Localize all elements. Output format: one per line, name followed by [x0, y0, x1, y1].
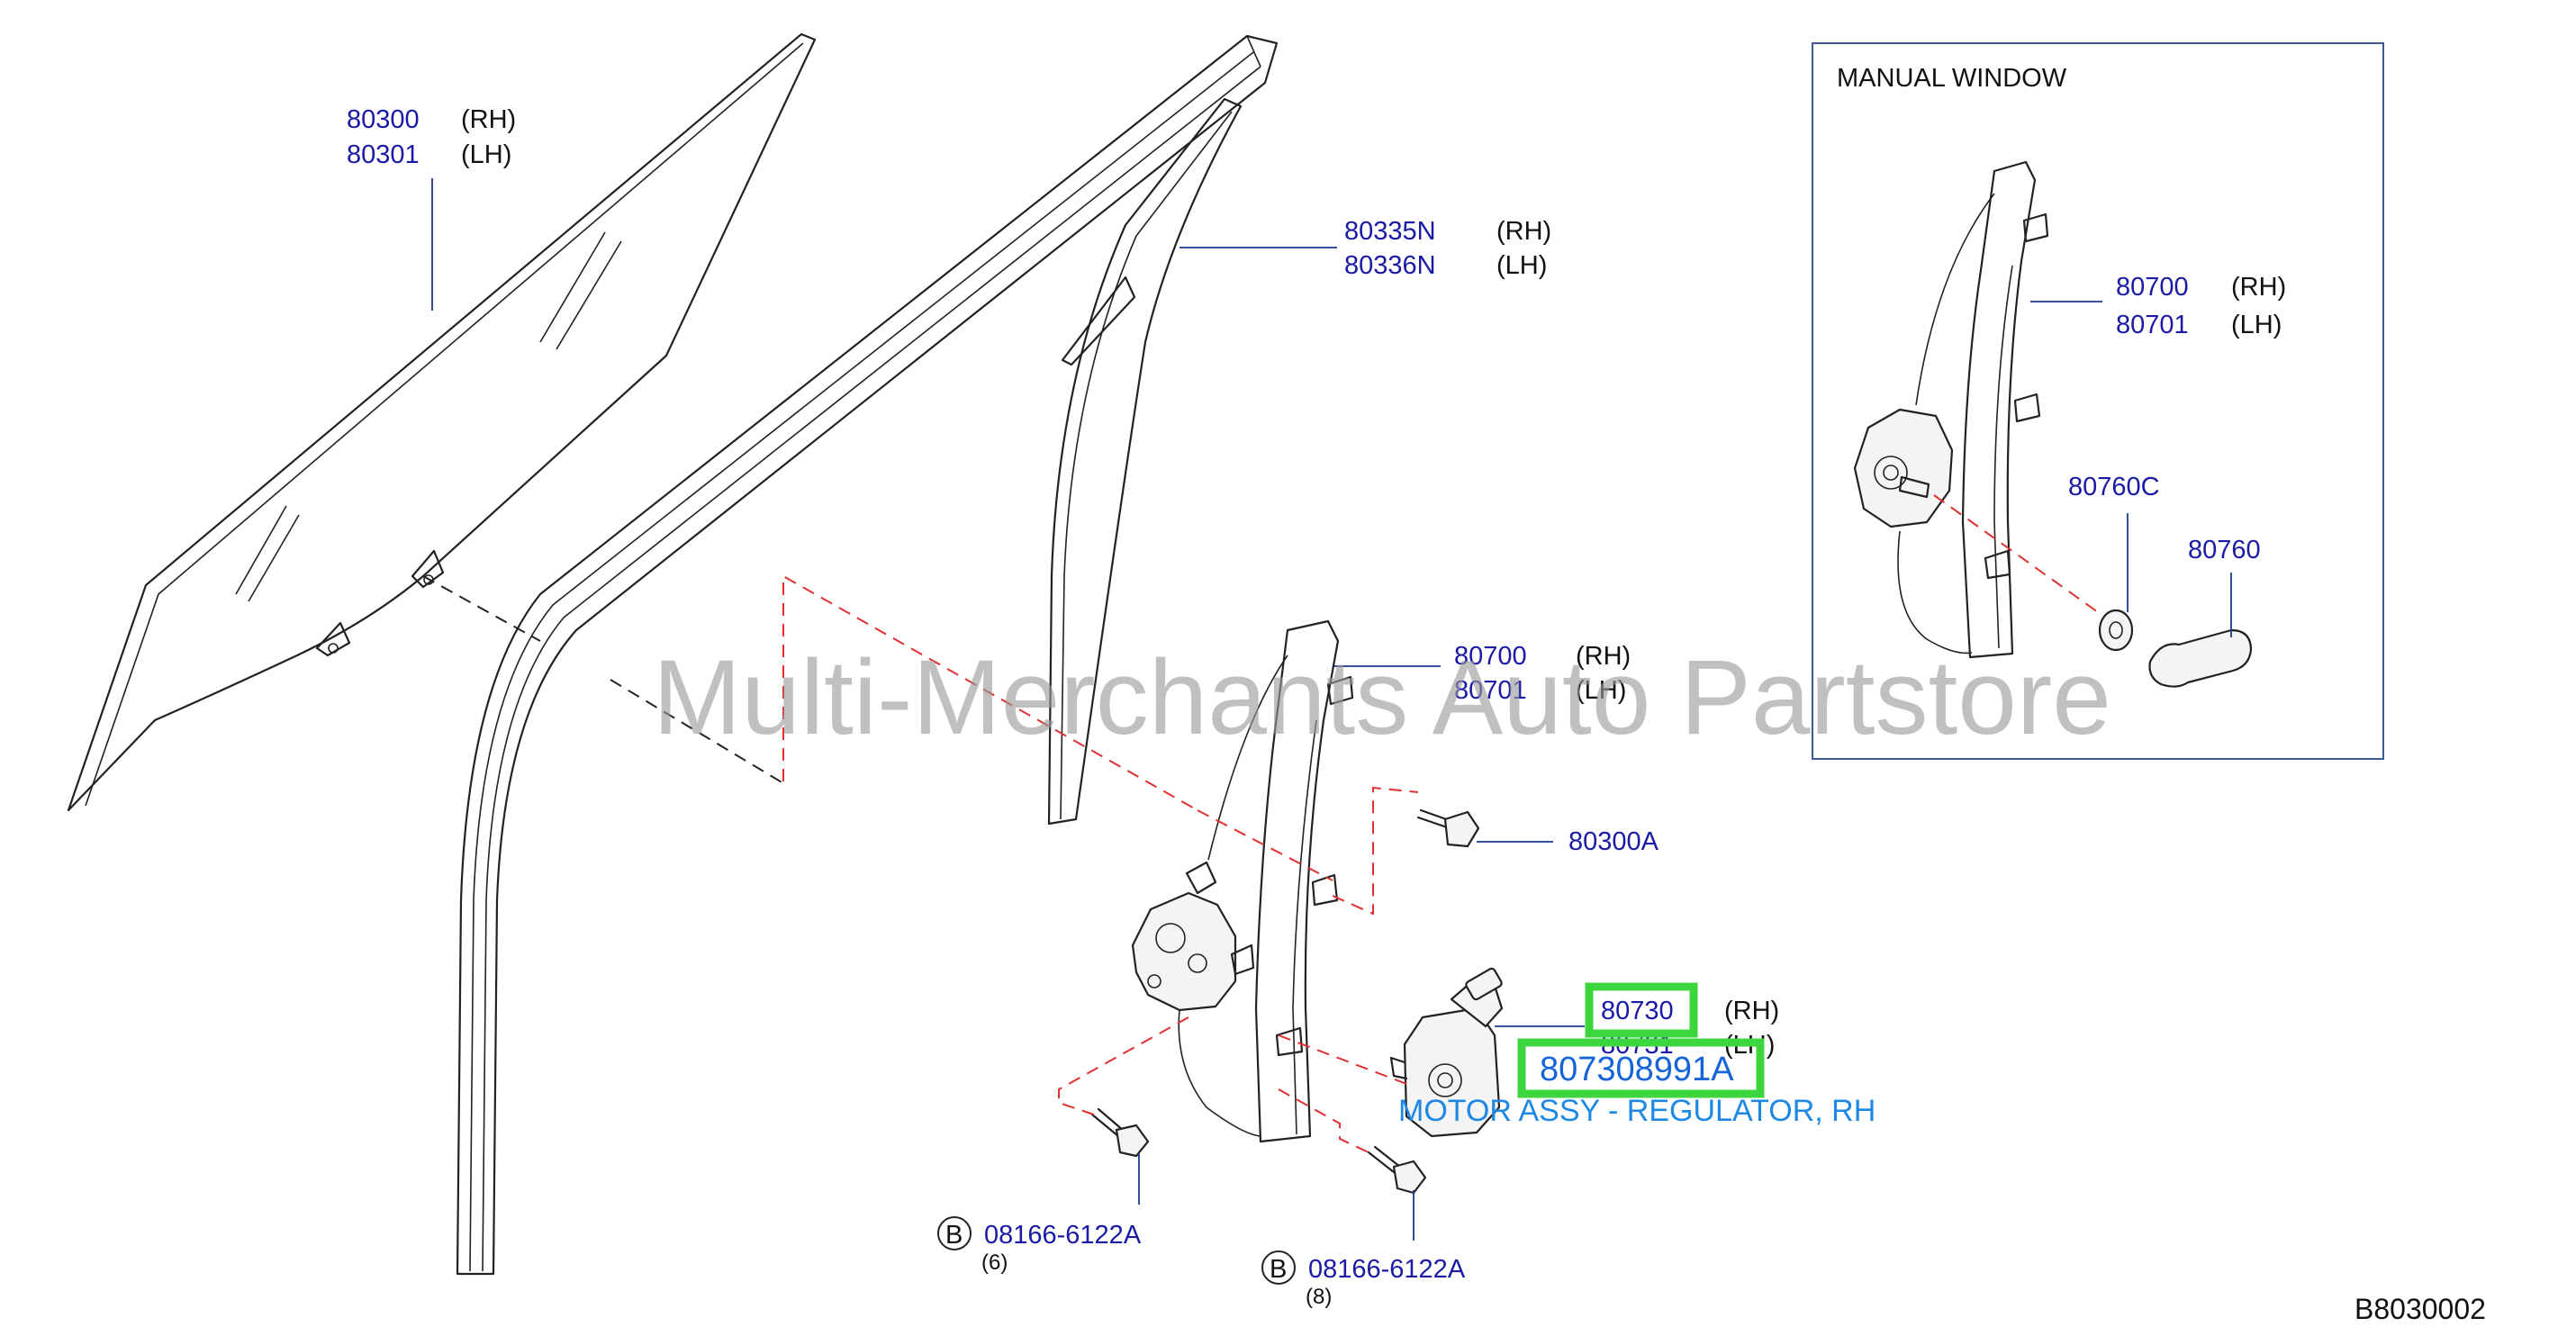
- bolt-left: [1090, 1107, 1150, 1158]
- door-glass: [67, 32, 817, 812]
- bolt-right-ref: B: [1270, 1255, 1287, 1284]
- diagram-code: B8030002: [2355, 1293, 2486, 1325]
- door-sash: [456, 34, 1279, 1276]
- sash-lh-number: 80336N: [1344, 251, 1436, 280]
- inset-labels: MANUAL WINDOW 80700 (RH) 80701 (LH) 8076…: [1837, 64, 2286, 564]
- ref-circle: [1261, 1250, 1296, 1285]
- glass-lh-number: 80301: [347, 140, 420, 169]
- motor-rh-side: (RH): [1724, 997, 1779, 1025]
- regulator-rh-side: (RH): [1576, 642, 1631, 671]
- callout-bolt-left: B 08166-6122A (6): [937, 1216, 1142, 1275]
- inset-frame: [1812, 42, 2384, 760]
- bolt-left-ref: B: [945, 1221, 963, 1250]
- regulator-lh-side: (LH): [1576, 676, 1626, 705]
- ref-circle: [937, 1216, 972, 1250]
- sash-rh-side: (RH): [1496, 217, 1551, 246]
- bolt-right: [1367, 1145, 1427, 1195]
- motor-rh-number: 80730: [1601, 997, 1674, 1025]
- manual-regulator-rh-number: 80700: [2116, 273, 2189, 302]
- callout-bolt-glass: 80300A: [1568, 827, 1659, 856]
- regulator-power-assembly: [1131, 619, 1354, 1143]
- manual-regulator-lh-number: 80701: [2116, 311, 2189, 339]
- handle-washer-number: 80760C: [2068, 473, 2160, 501]
- motor-number-highlight: [1585, 982, 1698, 1038]
- manual-window-inset: [1812, 42, 2384, 760]
- handle-number: 80760: [2188, 536, 2261, 564]
- sash-rh-number: 80335N: [1344, 217, 1436, 246]
- bolt-glass-number: 80300A: [1568, 827, 1659, 856]
- bolt-right-number: 08166-6122A: [1308, 1255, 1466, 1284]
- leader-lines: [431, 178, 1585, 1241]
- inset-title: MANUAL WINDOW: [1837, 64, 2067, 93]
- bolt-right-qty: (8): [1306, 1285, 1332, 1309]
- assembly-lines: [422, 574, 1419, 1153]
- manual-regulator-rh-side: (RH): [2231, 273, 2286, 302]
- part-number-highlight-box: [1517, 1038, 1765, 1098]
- callout-glass: 80300 (RH) 80301 (LH): [347, 105, 516, 169]
- motor-assembly: [1389, 967, 1504, 1138]
- regulator-lh-number: 80701: [1454, 676, 1527, 705]
- highlighted-part-number: 807308991A: [1540, 1051, 1734, 1088]
- callout-sash: 80335N (RH) 80336N (LH): [1344, 217, 1551, 280]
- bolt-glass: [1416, 808, 1480, 848]
- watermark: Multi-Merchants Auto Partstore: [653, 638, 2111, 757]
- glass-rh-side: (RH): [461, 105, 516, 134]
- glass-rh-number: 80300: [347, 105, 420, 134]
- sash-lh-side: (LH): [1496, 251, 1547, 280]
- glass-lh-side: (LH): [461, 140, 511, 169]
- bolt-left-number: 08166-6122A: [984, 1221, 1142, 1250]
- callout-highlight: 807308991A MOTOR ASSY - REGULATOR, RH: [1398, 1038, 1876, 1128]
- callout-motor: 80730 (RH) 80731 (LH): [1585, 982, 1779, 1060]
- callout-bolt-right: B 08166-6122A (8): [1261, 1250, 1466, 1309]
- regulator-rh-number: 80700: [1454, 642, 1527, 671]
- highlighted-part-description: MOTOR ASSY - REGULATOR, RH: [1398, 1094, 1876, 1128]
- run-channel: [1047, 97, 1243, 826]
- manual-regulator-lh-side: (LH): [2231, 311, 2282, 339]
- callout-regulator-main: 80700 (RH) 80701 (LH): [1454, 642, 1631, 705]
- bolt-left-qty: (6): [981, 1250, 1008, 1275]
